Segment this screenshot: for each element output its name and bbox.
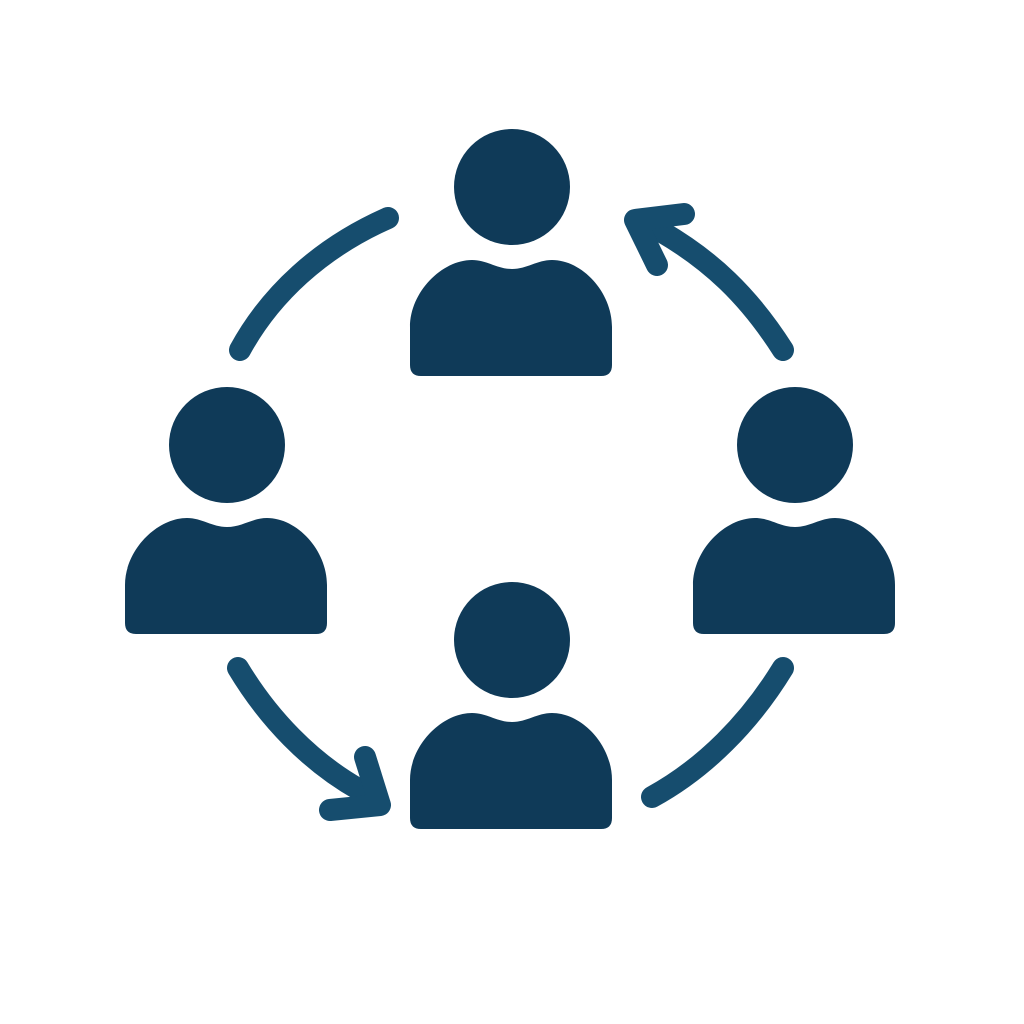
arc-top-right-arrow <box>651 221 794 361</box>
arrowhead-bottom-left-icon <box>319 746 391 821</box>
person-icon-right <box>693 387 895 634</box>
person-icon-left <box>125 387 327 634</box>
person-icon-top <box>410 129 612 376</box>
arrowhead-top-right-icon <box>624 203 695 276</box>
arc-bottom-left-arrow <box>227 657 371 801</box>
arc-top-left <box>229 207 399 361</box>
person-icon-bottom <box>410 582 612 829</box>
arc-bottom-right <box>641 657 794 808</box>
